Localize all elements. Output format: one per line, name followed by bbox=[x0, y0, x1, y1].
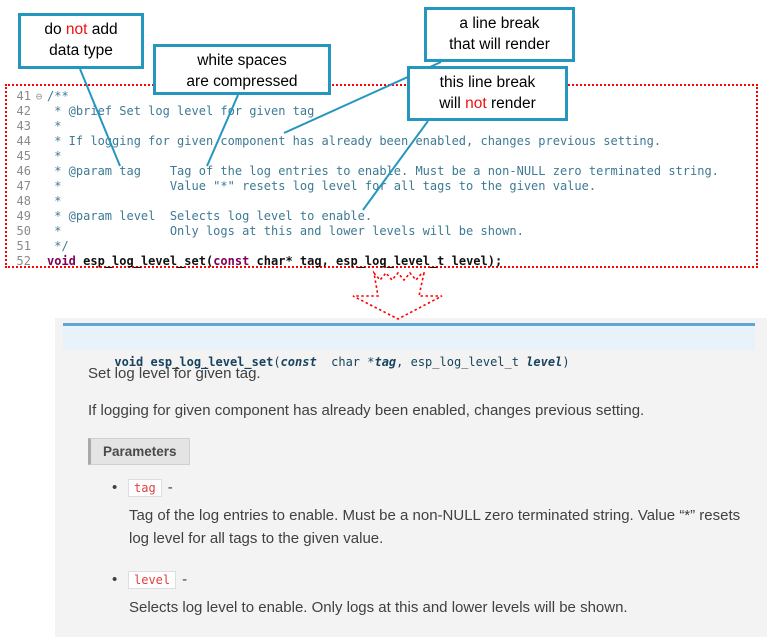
code-line: 42 * @brief Set log level for given tag bbox=[7, 104, 756, 119]
code-text: * Only logs at this and lower levels wil… bbox=[47, 224, 524, 238]
line-number: 52 bbox=[16, 254, 31, 268]
callout-text: do not add bbox=[44, 21, 118, 38]
code-text: */ bbox=[47, 239, 69, 253]
parameters-label: Parameters bbox=[88, 438, 190, 465]
code-text: * @param tag Tag of the log entries to e… bbox=[47, 164, 719, 178]
param-list: •tag-Tag of the log entries to enable. M… bbox=[112, 479, 760, 637]
line-number: 48 bbox=[16, 194, 31, 208]
line-number: 45 bbox=[16, 149, 31, 163]
callout-text: will not render bbox=[439, 95, 536, 112]
callout-break-render: a line break that will render bbox=[424, 7, 575, 62]
callout-no-datatype: do not add data type bbox=[18, 13, 144, 69]
code-line: 43 * bbox=[7, 119, 756, 134]
code-line: 44 * If logging for given component has … bbox=[7, 134, 756, 149]
callout-text: that will render bbox=[449, 36, 550, 53]
code-editor: 41⊖/**42 * @brief Set log level for give… bbox=[5, 84, 758, 268]
param-separator: - bbox=[182, 571, 188, 588]
callout-text: data type bbox=[49, 42, 113, 59]
param-head: • level- bbox=[112, 571, 760, 593]
param-description: Selects log level to enable. Only logs a… bbox=[129, 599, 628, 616]
code-line: 48 * bbox=[7, 194, 756, 209]
param-name-chip: level bbox=[128, 571, 177, 589]
code-text: * bbox=[47, 194, 62, 208]
code-line: 50 * Only logs at this and lower levels … bbox=[7, 224, 756, 239]
callout-text: a line break bbox=[459, 15, 540, 32]
renders-as-arrow bbox=[352, 270, 443, 320]
param-description: Tag of the log entries to enable. Must b… bbox=[129, 507, 741, 547]
bullet-marker: • bbox=[112, 479, 118, 496]
code-text: /** bbox=[47, 89, 69, 103]
function-signature: void esp_log_level_set(const char *tag, … bbox=[63, 323, 755, 369]
line-number: 47 bbox=[16, 179, 31, 193]
param-head: • tag- bbox=[112, 479, 760, 501]
line-number: 49 bbox=[16, 209, 31, 223]
doc-detail: If logging for given component has alrea… bbox=[88, 402, 645, 419]
code-line: 51 */ bbox=[7, 239, 756, 254]
param-separator: - bbox=[167, 479, 173, 496]
callout-text: are compressed bbox=[186, 73, 298, 90]
code-line: 45 * bbox=[7, 149, 756, 164]
param-name-chip: tag bbox=[128, 479, 162, 497]
code-line: 41 ⊖ /** bbox=[7, 89, 756, 104]
line-number: 43 bbox=[16, 119, 31, 133]
code-text: * @brief Set log level for given tag bbox=[47, 104, 315, 118]
line-number: 46 bbox=[16, 164, 31, 178]
callout-break-norender: this line break will not render bbox=[407, 66, 568, 121]
code-line: 49 * @param level Selects log level to e… bbox=[7, 209, 756, 224]
param-item: • level- Selects log level to enable. Only… bbox=[112, 571, 760, 620]
callout-text: this line break bbox=[439, 74, 536, 91]
line-number: 44 bbox=[16, 134, 31, 148]
code-line: 52 void esp_log_level_set(const char* tag… bbox=[7, 254, 756, 269]
line-number: 51 bbox=[16, 239, 31, 253]
bullet-marker: • bbox=[112, 571, 118, 588]
code-text: * @param level Selects log level to enab… bbox=[47, 209, 373, 223]
rendered-docs-panel: void esp_log_level_set(const char *tag, … bbox=[55, 318, 767, 637]
fold-collapse-icon[interactable]: ⊖ bbox=[35, 90, 43, 103]
callout-text: white spaces bbox=[197, 52, 287, 69]
code-line: 47 * Value "*" resets log level for all … bbox=[7, 179, 756, 194]
code-text: * If logging for given component has alr… bbox=[47, 134, 662, 148]
callout-whitespace: white spaces are compressed bbox=[153, 44, 331, 95]
code-text: void esp_log_level_set(const char* tag, … bbox=[47, 254, 503, 268]
line-number: 42 bbox=[16, 104, 31, 118]
param-item: • tag- Tag of the log entries to enable. M… bbox=[112, 479, 760, 550]
code-text: * bbox=[47, 119, 62, 133]
code-lines: 41⊖/**42 * @brief Set log level for give… bbox=[7, 89, 756, 269]
doc-brief: Set log level for given tag. bbox=[88, 365, 261, 382]
signature-text: void esp_log_level_set(const char *tag, … bbox=[114, 355, 570, 369]
line-number: 41 bbox=[16, 89, 31, 103]
code-text: * Value "*" resets log level for all tag… bbox=[47, 179, 597, 193]
code-line: 46 * @param tag Tag of the log entries t… bbox=[7, 164, 756, 179]
code-text: * bbox=[47, 149, 62, 163]
line-number: 50 bbox=[16, 224, 31, 238]
